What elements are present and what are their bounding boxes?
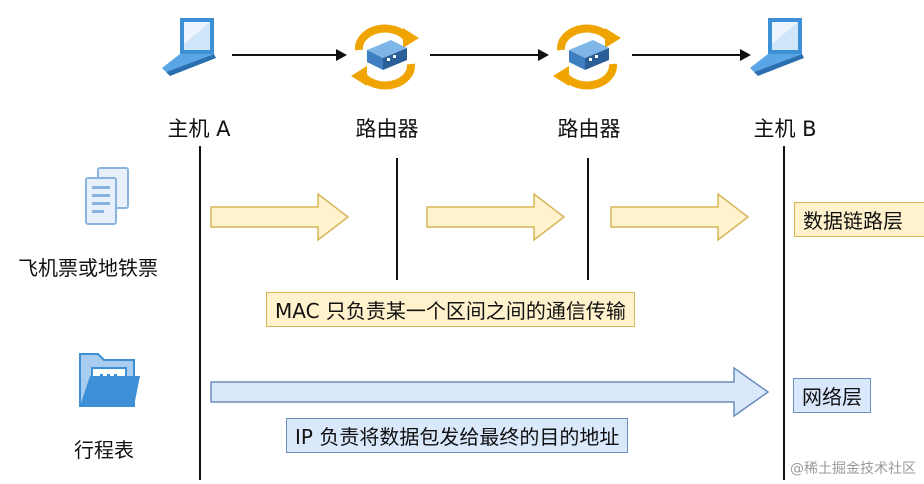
connection-arrowhead [538,49,549,61]
laptop-icon [750,14,816,86]
network-side-label: 行程表 [74,438,134,462]
router-icon [345,20,425,92]
mac-description: MAC 只负责某一个区间之间的通信传输 [266,292,635,327]
host-b-vertical-line [783,146,785,480]
connection-arrowhead [336,49,347,61]
connection-line [232,54,336,56]
node-label-router-1: 路由器 [355,117,419,141]
datalink-arrow [426,192,566,242]
datalink-arrow [210,192,350,242]
connection-line [632,54,740,56]
node-label-router-2: 路由器 [557,117,621,141]
host-a-vertical-line [199,146,201,480]
network-arrow [210,366,770,418]
document-icon [84,166,132,228]
router-icon [547,20,627,92]
connection-arrowhead [740,49,751,61]
node-label-host-a: 主机 A [167,117,231,141]
datalink-layer-name: 数据链路层 [794,202,924,237]
ip-description: IP 负责将数据包发给最终的目的地址 [286,418,629,453]
node-label-host-b: 主机 B [753,117,817,141]
laptop-icon [162,14,228,86]
connection-line [430,54,538,56]
router-1-vertical-line [396,158,398,280]
folder-icon [76,346,142,412]
watermark: @稀土掘金技术社区 [790,461,916,477]
datalink-arrow [610,192,750,242]
datalink-side-label: 飞机票或地铁票 [18,256,158,280]
router-2-vertical-line [587,158,589,280]
network-layer-name: 网络层 [793,378,871,413]
